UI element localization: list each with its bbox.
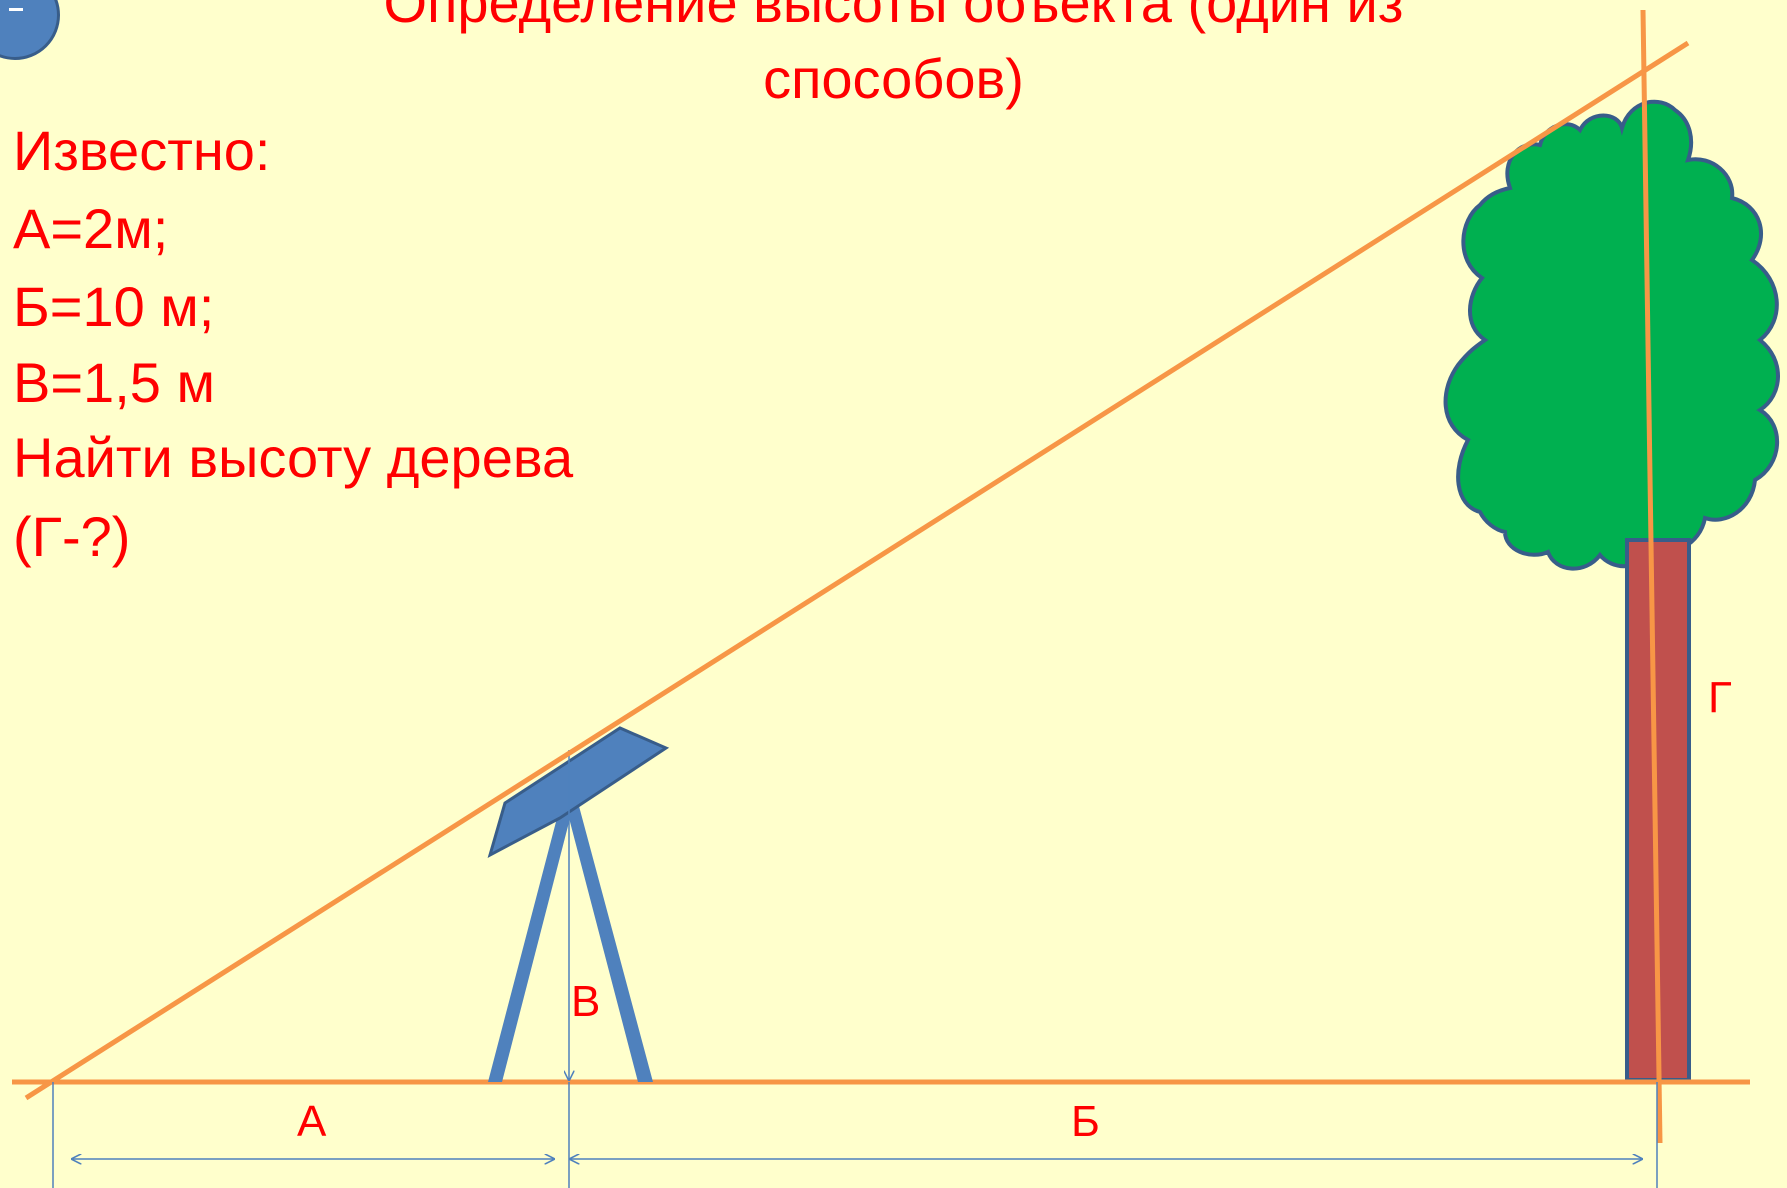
given-heading: Известно: <box>13 119 271 182</box>
height-v-label: В <box>571 977 601 1026</box>
dimension-a-label: А <box>297 1097 327 1146</box>
task-statement: Найти высоту дерева <box>13 426 574 489</box>
given-a-value: А=2м; <box>13 197 169 260</box>
given-v-value: В=1,5 м <box>13 351 215 414</box>
instrument-right-leg <box>563 795 653 1082</box>
given-b-value: Б=10 м; <box>13 275 215 338</box>
dimension-b-label: Б <box>1071 1097 1100 1146</box>
sight-line <box>24 40 1690 1101</box>
badge-mark <box>9 8 23 11</box>
sighting-plate <box>487 726 670 858</box>
instrument-left-leg <box>488 795 576 1082</box>
tree-height-g-label: Г <box>1708 673 1732 722</box>
tree-crown <box>1443 99 1780 571</box>
task-unknown: (Г-?) <box>13 505 131 568</box>
tree-height-line <box>1640 9 1663 1144</box>
title-line-2: способов) <box>763 47 1024 110</box>
title-line-1: Определение высоты объекта (один из <box>383 0 1404 34</box>
